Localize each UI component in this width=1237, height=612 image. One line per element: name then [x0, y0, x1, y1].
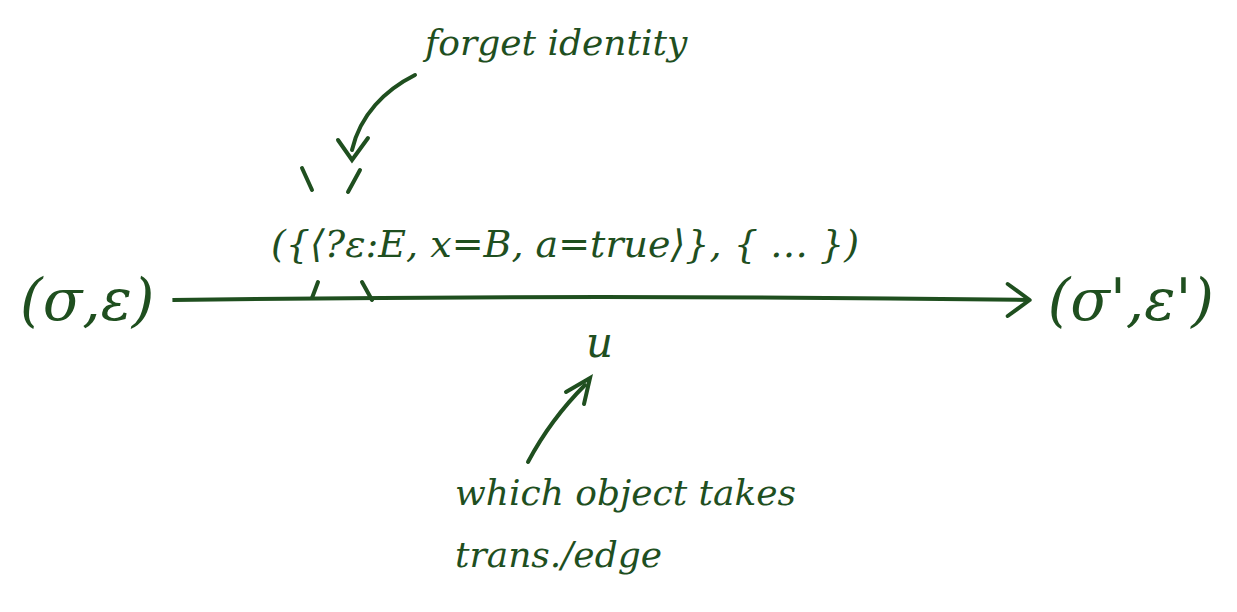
annotation-note: forget identity [425, 22, 687, 63]
leader-line [528, 385, 585, 462]
transition-arrow [172, 284, 1029, 316]
leader-line [352, 75, 415, 150]
crossout-stroke [302, 168, 312, 190]
crossout-stroke [348, 170, 360, 192]
annotation-note: which object takes trans./edge [455, 462, 815, 586]
state-tuple: (σ',ε') [1030, 262, 1232, 338]
arrow-line [172, 297, 1029, 300]
arrowhead [1008, 284, 1030, 316]
leader-arrowhead [566, 378, 590, 404]
edge-label: ({⟨?ε:E, x=B, a=true⟩}, { … }) [267, 222, 863, 266]
state-tuple: (σ,ε) [2, 262, 172, 338]
leader-arrowhead [338, 138, 368, 160]
state-text: (σ,ε) [20, 266, 154, 334]
edge-variable: u [586, 318, 613, 367]
crossout-stroke [312, 282, 318, 298]
state-text: (σ',ε') [1048, 266, 1214, 334]
